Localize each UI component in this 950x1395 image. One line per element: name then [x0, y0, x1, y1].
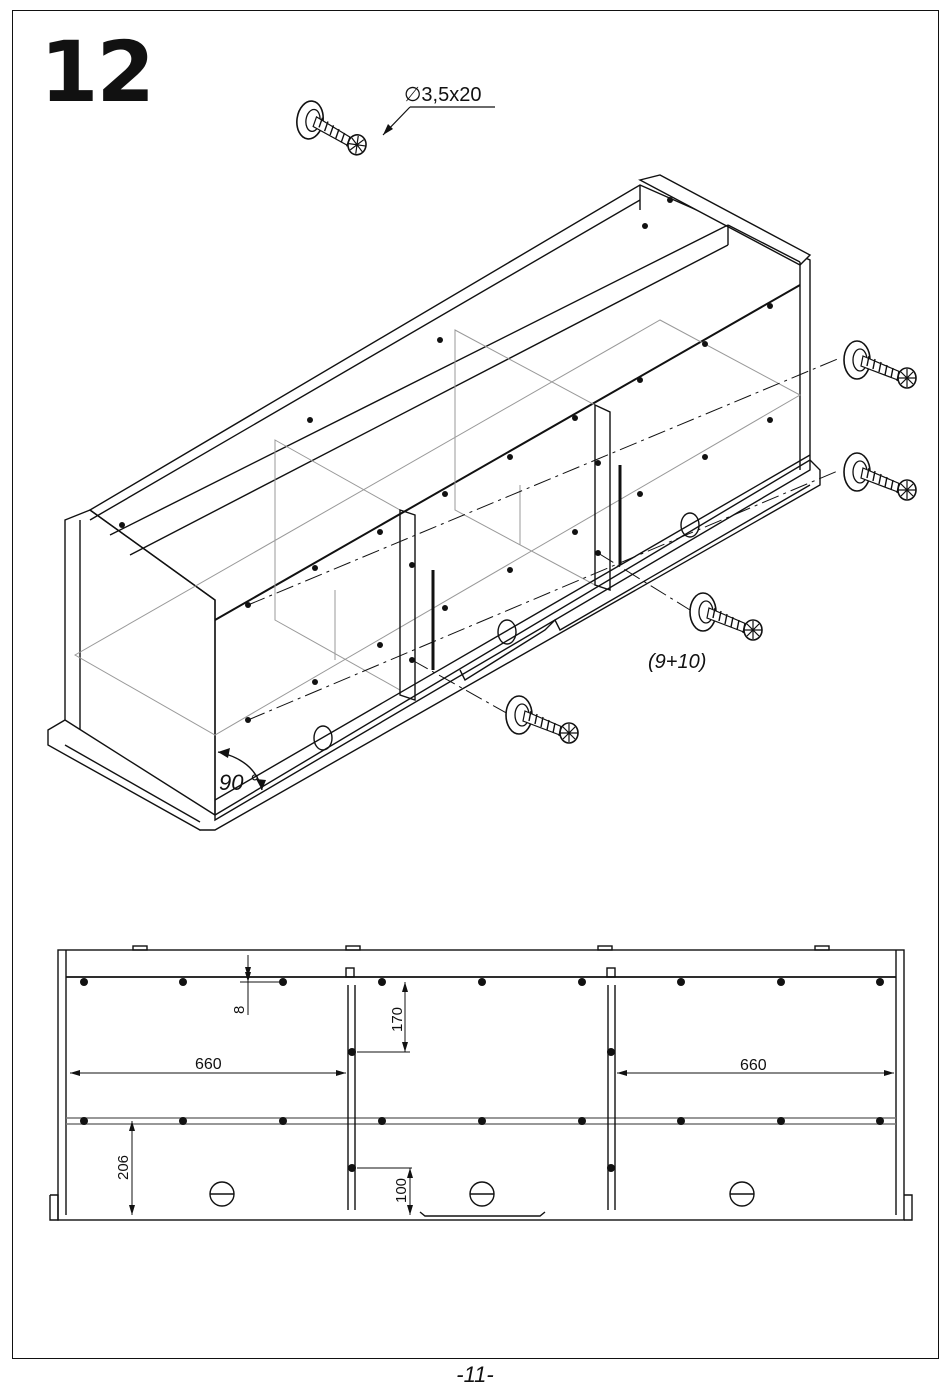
screw-size-label: ∅3,5x20: [404, 84, 481, 106]
screw-icon: [690, 593, 762, 640]
angle-marker: 90 °: [218, 748, 266, 795]
cabinet-iso-view: [48, 175, 840, 830]
screw-callout: ∅3,5x20: [293, 84, 495, 156]
dim-left-width: 660: [195, 1056, 222, 1073]
screw-icon: [844, 453, 916, 500]
screw-icon: [844, 341, 916, 388]
dim-divider-bottom: 100: [393, 1178, 410, 1203]
screw-icon: [506, 696, 578, 743]
dim-top-offset: 8: [231, 1006, 248, 1014]
dim-shelf-height: 206: [115, 1155, 132, 1180]
dim-divider-from-top: 170: [389, 1007, 406, 1032]
dim-right-width: 660: [740, 1057, 767, 1074]
screw-icon: [293, 99, 371, 156]
part-reference-label: (9+10): [648, 651, 706, 673]
cabinet-plan-view: [50, 946, 912, 1220]
angle-label: 90 °: [219, 770, 259, 795]
